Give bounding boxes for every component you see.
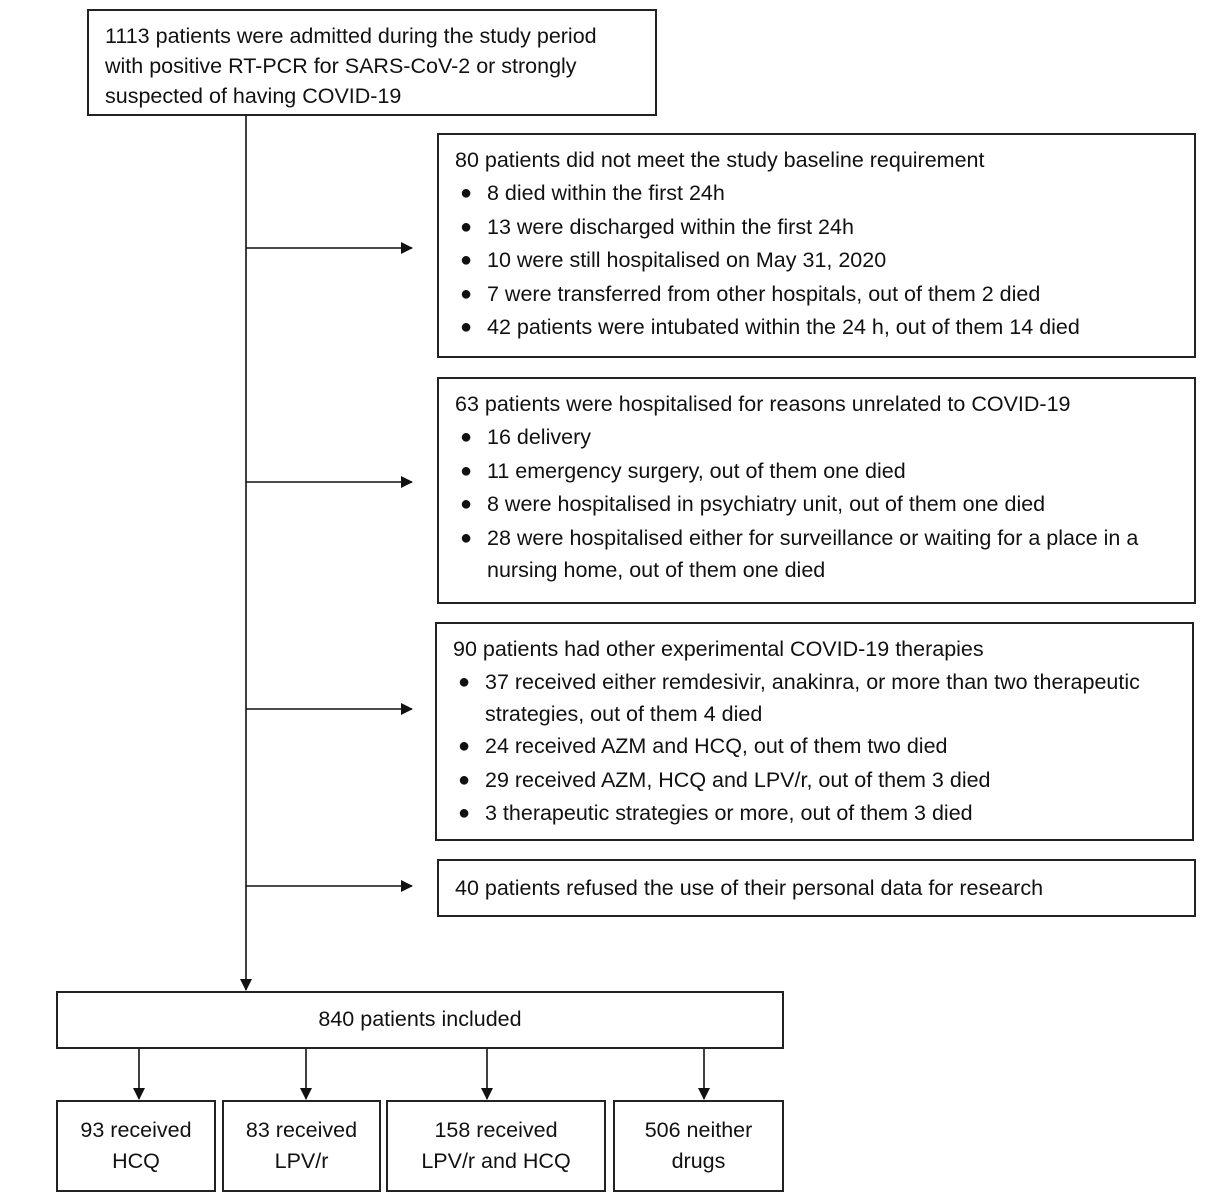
arm-label: drugs (671, 1149, 726, 1173)
exclusion-heading: 40 patients refused the use of their per… (455, 876, 1044, 900)
arm-count: 506 neither (644, 1118, 753, 1142)
exclusion-heading: 80 patients did not meet the study basel… (455, 148, 985, 172)
exclusion-item: ●37 received either remdesivir, anakinra… (453, 666, 1176, 730)
exclusion-item: ●3 therapeutic strategies or more, out o… (453, 797, 1176, 831)
exclusion-item: ●13 were discharged within the first 24h (455, 211, 1178, 245)
arm-label: HCQ (112, 1149, 160, 1173)
included-patients-box: 840 patients included (56, 991, 784, 1049)
arm-label: LPV/r (274, 1149, 329, 1173)
bullet-icon: ● (459, 182, 473, 204)
bullet-icon: ● (459, 249, 473, 271)
arm-count: 158 received (434, 1118, 558, 1142)
exclusion-item: ●24 received AZM and HCQ, out of them tw… (453, 730, 1176, 764)
arm-count: 93 received (80, 1118, 192, 1142)
exclusion-item: ●11 emergency surgery, out of them one d… (455, 455, 1178, 489)
arm-label: LPV/r and HCQ (421, 1149, 571, 1173)
bullet-icon: ● (459, 215, 473, 238)
included-patients-text: 840 patients included (318, 1007, 522, 1031)
bullet-icon: ● (459, 282, 473, 305)
admitted-patients-box: 1113 patients were admitted during the s… (87, 9, 657, 116)
exclusion-box-other-therapies: 90 patients had other experimental COVID… (435, 622, 1194, 841)
exclusion-list: ●37 received either remdesivir, anakinra… (453, 666, 1176, 831)
exclusion-item: ●42 patients were intubated within the 2… (455, 311, 1178, 345)
bullet-icon: ● (459, 493, 473, 515)
exclusion-list: ●8 died within the first 24h ●13 were di… (455, 177, 1178, 345)
exclusion-item: ●8 were hospitalised in psychiatry unit,… (455, 488, 1178, 522)
bullet-icon: ● (459, 526, 473, 549)
exclusion-box-unrelated: 63 patients were hospitalised for reason… (437, 377, 1196, 604)
exclusion-item: ●16 delivery (455, 421, 1178, 455)
arm-count: 83 received (245, 1118, 358, 1142)
exclusion-item: ●28 were hospitalised either for surveil… (455, 522, 1178, 586)
exclusion-heading: 90 patients had other experimental COVID… (453, 637, 984, 661)
exclusion-heading: 63 patients were hospitalised for reason… (455, 392, 1071, 416)
exclusion-list: ●16 delivery ●11 emergency surgery, out … (455, 421, 1178, 586)
bullet-icon: ● (457, 671, 471, 693)
bullet-icon: ● (459, 426, 473, 448)
exclusion-item: ●10 were still hospitalised on May 31, 2… (455, 244, 1178, 278)
bullet-icon: ● (457, 735, 471, 757)
arm-box-neither: 506 neither drugs (613, 1100, 784, 1192)
admitted-patients-text: 1113 patients were admitted during the s… (105, 24, 597, 108)
exclusion-item: ●7 were transferred from other hospitals… (455, 278, 1178, 312)
exclusion-item: ●29 received AZM, HCQ and LPV/r, out of … (453, 764, 1176, 798)
exclusion-item: ●8 died within the first 24h (455, 177, 1178, 211)
bullet-icon: ● (459, 459, 473, 482)
exclusion-box-baseline: 80 patients did not meet the study basel… (437, 133, 1196, 358)
exclusion-box-refused: 40 patients refused the use of their per… (437, 859, 1196, 917)
bullet-icon: ● (457, 802, 471, 824)
bullet-icon: ● (459, 316, 473, 338)
bullet-icon: ● (457, 768, 471, 791)
